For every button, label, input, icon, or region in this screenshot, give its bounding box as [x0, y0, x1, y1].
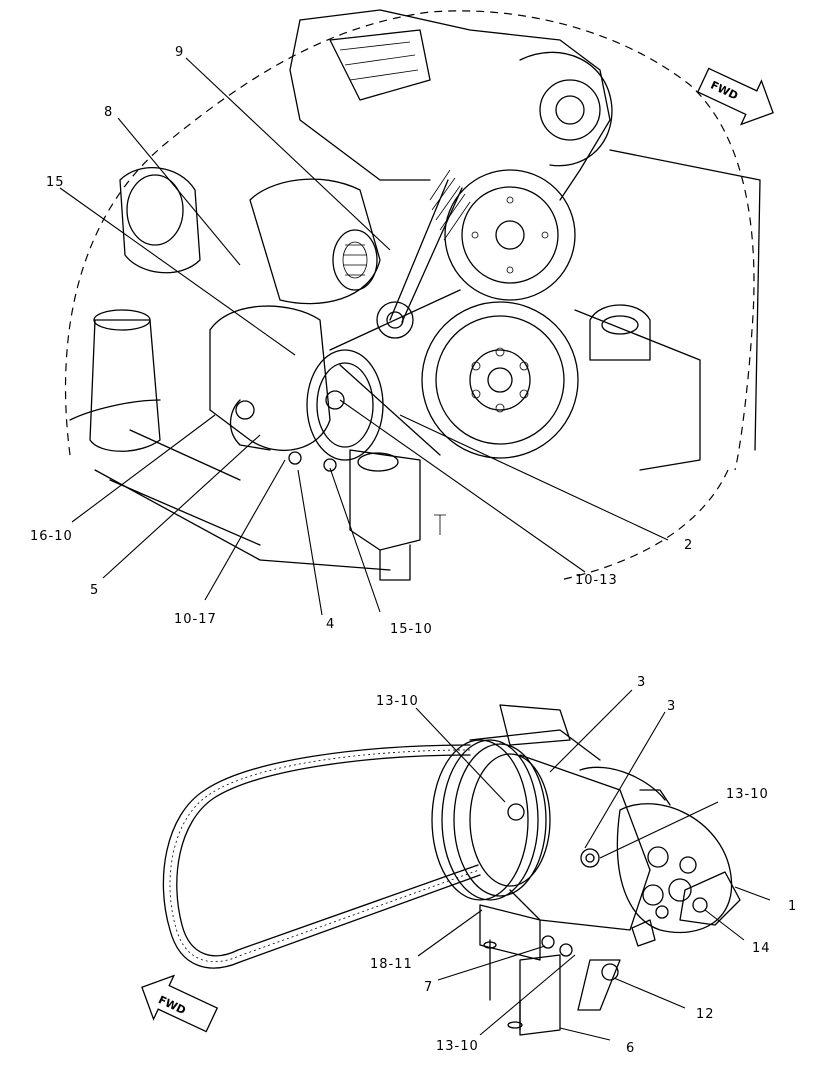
callout-3-b: 3: [667, 699, 676, 714]
view-boundary: [64, 10, 755, 471]
callout-9: 9: [175, 45, 184, 60]
callout-3-a: 3: [637, 675, 646, 690]
callout-4: 4: [326, 617, 335, 632]
fwd-arrow-top: FWD: [696, 67, 774, 126]
callout-14: 14: [752, 941, 771, 956]
callout-13-10-b: 13-10: [726, 787, 769, 802]
callout-7: 7: [424, 980, 433, 995]
callout-13-10-a: 13-10: [376, 694, 419, 709]
callout-8: 8: [104, 105, 113, 120]
callout-5: 5: [90, 583, 99, 598]
callout-15: 15: [46, 175, 65, 190]
callout-2: 2: [684, 538, 693, 553]
callout-15-10: 15-10: [390, 622, 433, 637]
callout-1: 1: [788, 899, 797, 914]
callout-10-13: 10-13: [575, 573, 618, 588]
callout-10-17: 10-17: [174, 612, 217, 627]
callout-18-11: 18-11: [370, 957, 413, 972]
top-engine-view: FWD 9 8 15 16-10 5 10-17 4 15-10 10-13 2: [30, 9, 774, 637]
callout-13-10-c: 13-10: [436, 1039, 479, 1054]
callout-16-10: 16-10: [30, 529, 73, 544]
fwd-arrow-bottom: [141, 974, 219, 1033]
callout-12: 12: [696, 1007, 715, 1022]
drive-belt: [162, 744, 481, 969]
callout-6: 6: [626, 1041, 635, 1056]
bottom-compressor-view: FWD 13-10 3 3 13-10 1 14 18-11 7 12 13-1…: [141, 675, 797, 1056]
